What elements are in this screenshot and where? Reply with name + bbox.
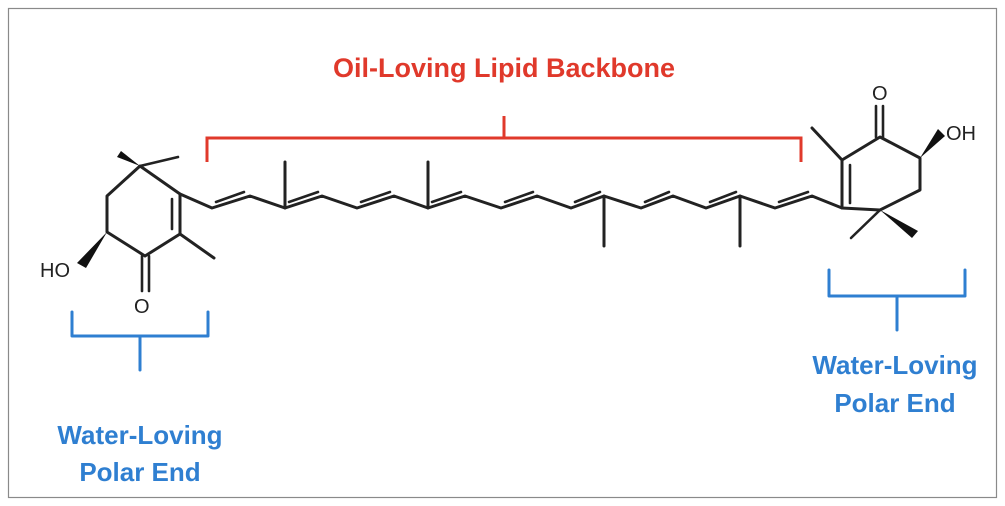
left-polar-bracket — [70, 310, 210, 372]
left-hydroxyl-label: HO — [40, 260, 70, 282]
right-ring — [810, 104, 945, 240]
right-hydroxyl-label: OH — [946, 123, 976, 145]
wedge-bond — [77, 232, 107, 268]
left-oxygen-label: O — [134, 296, 150, 318]
backbone-label: Oil-Loving Lipid Backbone — [333, 53, 675, 83]
wedge-bond — [117, 151, 140, 166]
left-polar-label-line1: Water-Loving — [57, 420, 222, 450]
wedge-bond — [920, 129, 945, 158]
polyene-chain — [178, 160, 844, 248]
left-polar-label-line2: Polar End — [79, 457, 200, 487]
wedge-bond — [880, 210, 918, 238]
right-polar-bracket — [827, 268, 967, 332]
right-polar-label-line2: Polar End — [834, 388, 955, 418]
backbone-bracket — [205, 116, 803, 162]
right-oxygen-label: O — [872, 83, 888, 105]
right-polar-label-line1: Water-Loving — [812, 350, 977, 380]
left-ring — [77, 151, 216, 293]
figure-frame — [7, 7, 998, 499]
